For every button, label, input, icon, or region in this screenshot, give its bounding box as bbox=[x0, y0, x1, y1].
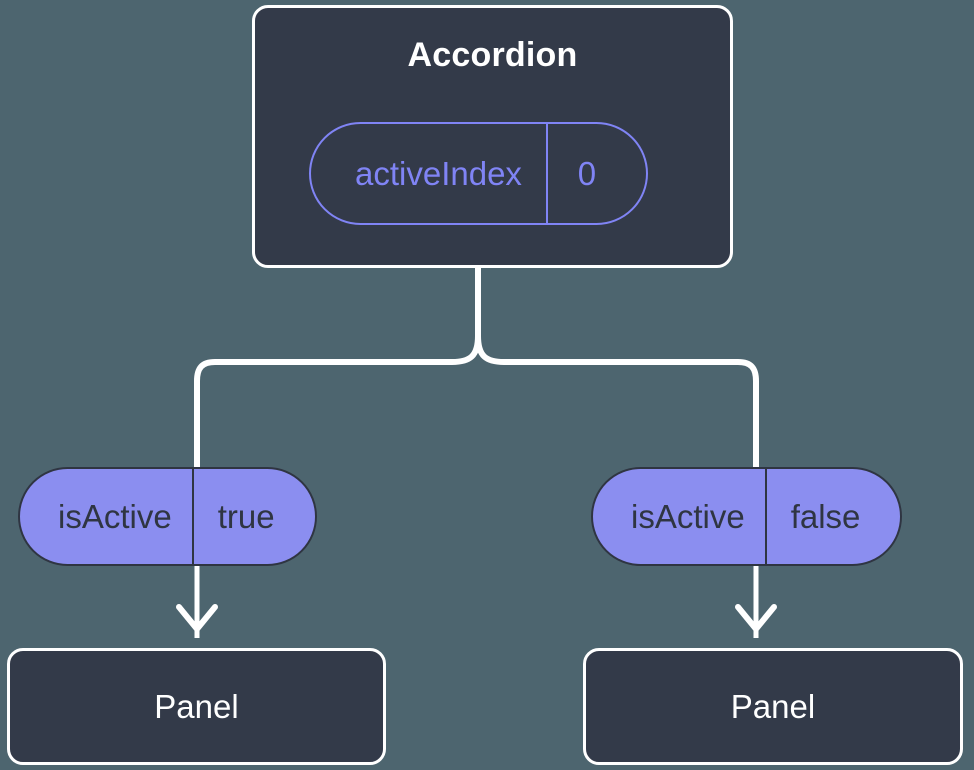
state-pill-key: activeIndex bbox=[355, 155, 522, 192]
prop-pill-key-right: isActive bbox=[631, 498, 745, 535]
arrow-head-left-icon bbox=[176, 604, 218, 632]
panel-node-left[interactable]: Panel bbox=[7, 648, 386, 765]
panel-node-right-label: Panel bbox=[730, 688, 816, 725]
state-pill-value: 0 bbox=[545, 124, 646, 223]
panel-node-left-label: Panel bbox=[154, 688, 239, 725]
prop-pill-key-left: isActive bbox=[58, 498, 172, 535]
connector-split-path-right bbox=[475, 333, 759, 473]
prop-pill-is-active-true[interactable]: isActive true bbox=[18, 467, 317, 566]
prop-pill-value-left: true bbox=[191, 469, 315, 564]
arrow-head-right-icon bbox=[735, 604, 777, 632]
accordion-node-title: Accordion bbox=[407, 36, 578, 74]
panel-node-right[interactable]: Panel bbox=[583, 648, 963, 765]
prop-pill-is-active-false[interactable]: isActive false bbox=[591, 467, 903, 566]
state-pill-active-index[interactable]: activeIndex 0 bbox=[309, 122, 648, 225]
connector-split-path bbox=[194, 265, 481, 473]
prop-pill-value-right: false bbox=[764, 469, 901, 564]
accordion-node[interactable]: Accordion activeIndex 0 bbox=[252, 5, 733, 268]
